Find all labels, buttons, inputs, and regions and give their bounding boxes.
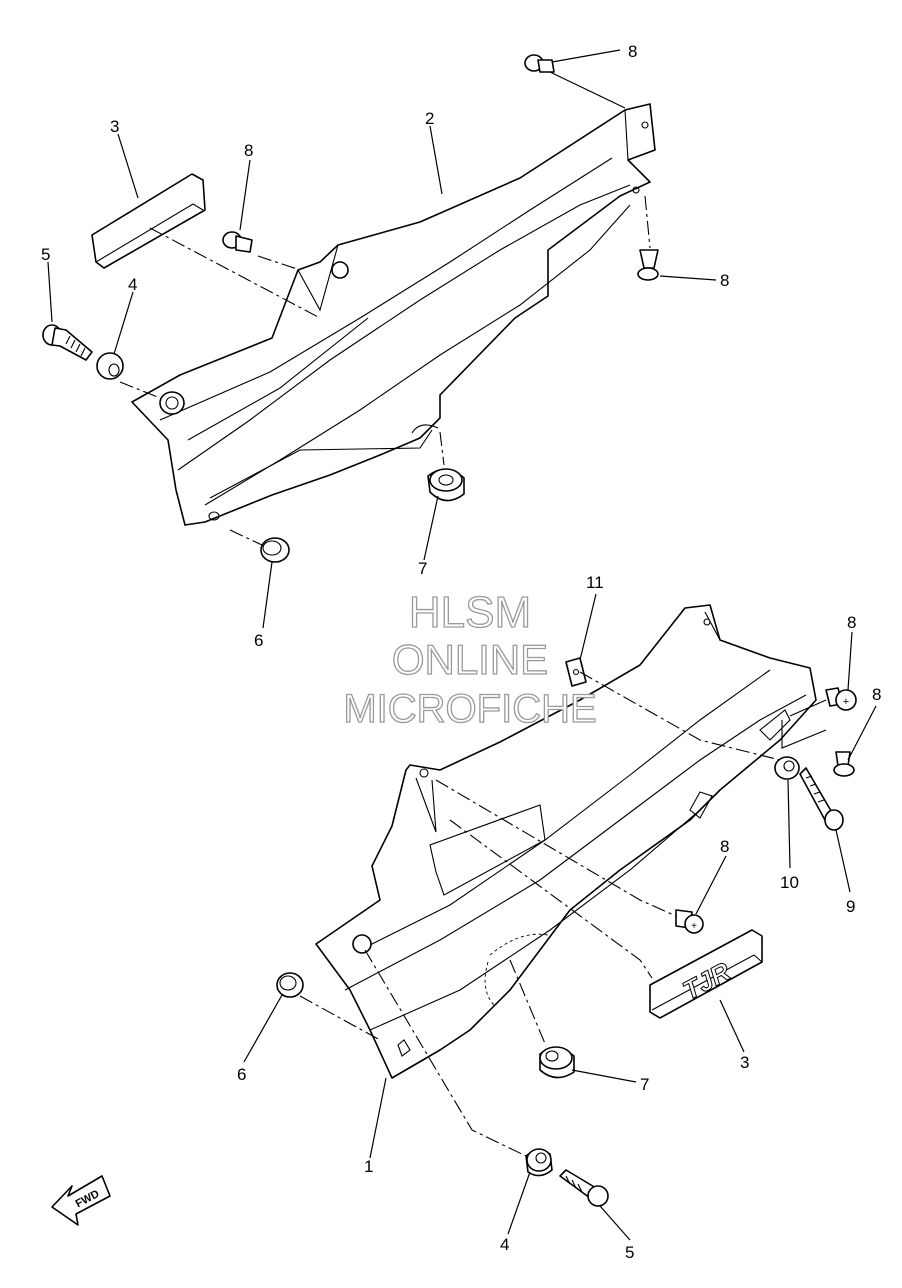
callout-3-lower: 3 xyxy=(740,1053,749,1072)
callout-3-upper: 3 xyxy=(110,117,119,136)
clip-upper-left xyxy=(222,231,253,253)
callout-8-top: 8 xyxy=(628,42,637,61)
clip-upper-right xyxy=(637,249,659,281)
watermark: HLSM ONLINE MICROFICHE xyxy=(343,587,598,731)
svg-text:+: + xyxy=(691,921,697,932)
forward-arrow-icon: FWD xyxy=(51,1175,111,1226)
emblem-plate-upper xyxy=(91,173,206,269)
callout-labels: 8 2 3 8 5 4 8 7 6 11 8 8 8 10 9 3 6 7 1 … xyxy=(41,42,881,1262)
watermark-line-1: HLSM xyxy=(409,588,531,637)
bolt-upper xyxy=(42,324,93,361)
callout-4-lower: 4 xyxy=(500,1235,509,1254)
callout-6-upper: 6 xyxy=(254,631,263,650)
clip-lower-c: + xyxy=(675,909,704,934)
grommet-lower-7 xyxy=(539,1046,575,1079)
callout-1: 1 xyxy=(364,1157,373,1176)
side-cover-lower xyxy=(315,604,817,1079)
callout-5-lower: 5 xyxy=(625,1243,634,1262)
callout-2: 2 xyxy=(425,109,434,128)
bolt-9 xyxy=(799,767,844,831)
clip-lower-b xyxy=(833,751,855,777)
callout-4-upper: 4 xyxy=(128,275,137,294)
grommet-upper-6 xyxy=(260,537,290,563)
side-cover-upper xyxy=(131,103,656,526)
leader-lines xyxy=(47,49,877,1241)
callout-6-lower: 6 xyxy=(237,1065,246,1084)
svg-text:+: + xyxy=(843,696,849,708)
callout-10: 10 xyxy=(780,873,799,892)
emblem-plate-lower: TJR xyxy=(649,929,763,1019)
collar-upper xyxy=(96,352,124,380)
collar-lower xyxy=(525,1148,553,1177)
callout-8-lower-b: 8 xyxy=(872,685,881,704)
callout-7-upper: 7 xyxy=(418,559,427,578)
callout-8-lower-a: 8 xyxy=(847,613,856,632)
bracket-lower xyxy=(565,657,587,687)
grommet-lower-6 xyxy=(276,972,304,998)
alignment-lines xyxy=(119,195,827,1157)
clip-lower-a: + xyxy=(825,687,857,711)
grommet-upper-7 xyxy=(427,468,465,502)
watermark-line-2: ONLINE xyxy=(392,636,548,683)
callout-7-lower: 7 xyxy=(640,1075,649,1094)
watermark-line-3: MICROFICHE xyxy=(343,687,596,731)
callout-11: 11 xyxy=(586,573,604,592)
callout-8-upper-left: 8 xyxy=(244,141,253,160)
callout-9: 9 xyxy=(846,897,855,916)
collar-10 xyxy=(774,756,800,780)
callout-8-lower-c: 8 xyxy=(720,837,729,856)
bolt-lower xyxy=(559,1169,609,1207)
clip-upper-top xyxy=(524,54,555,73)
callout-8-upper-right: 8 xyxy=(720,271,729,290)
callout-5-upper: 5 xyxy=(41,245,50,264)
